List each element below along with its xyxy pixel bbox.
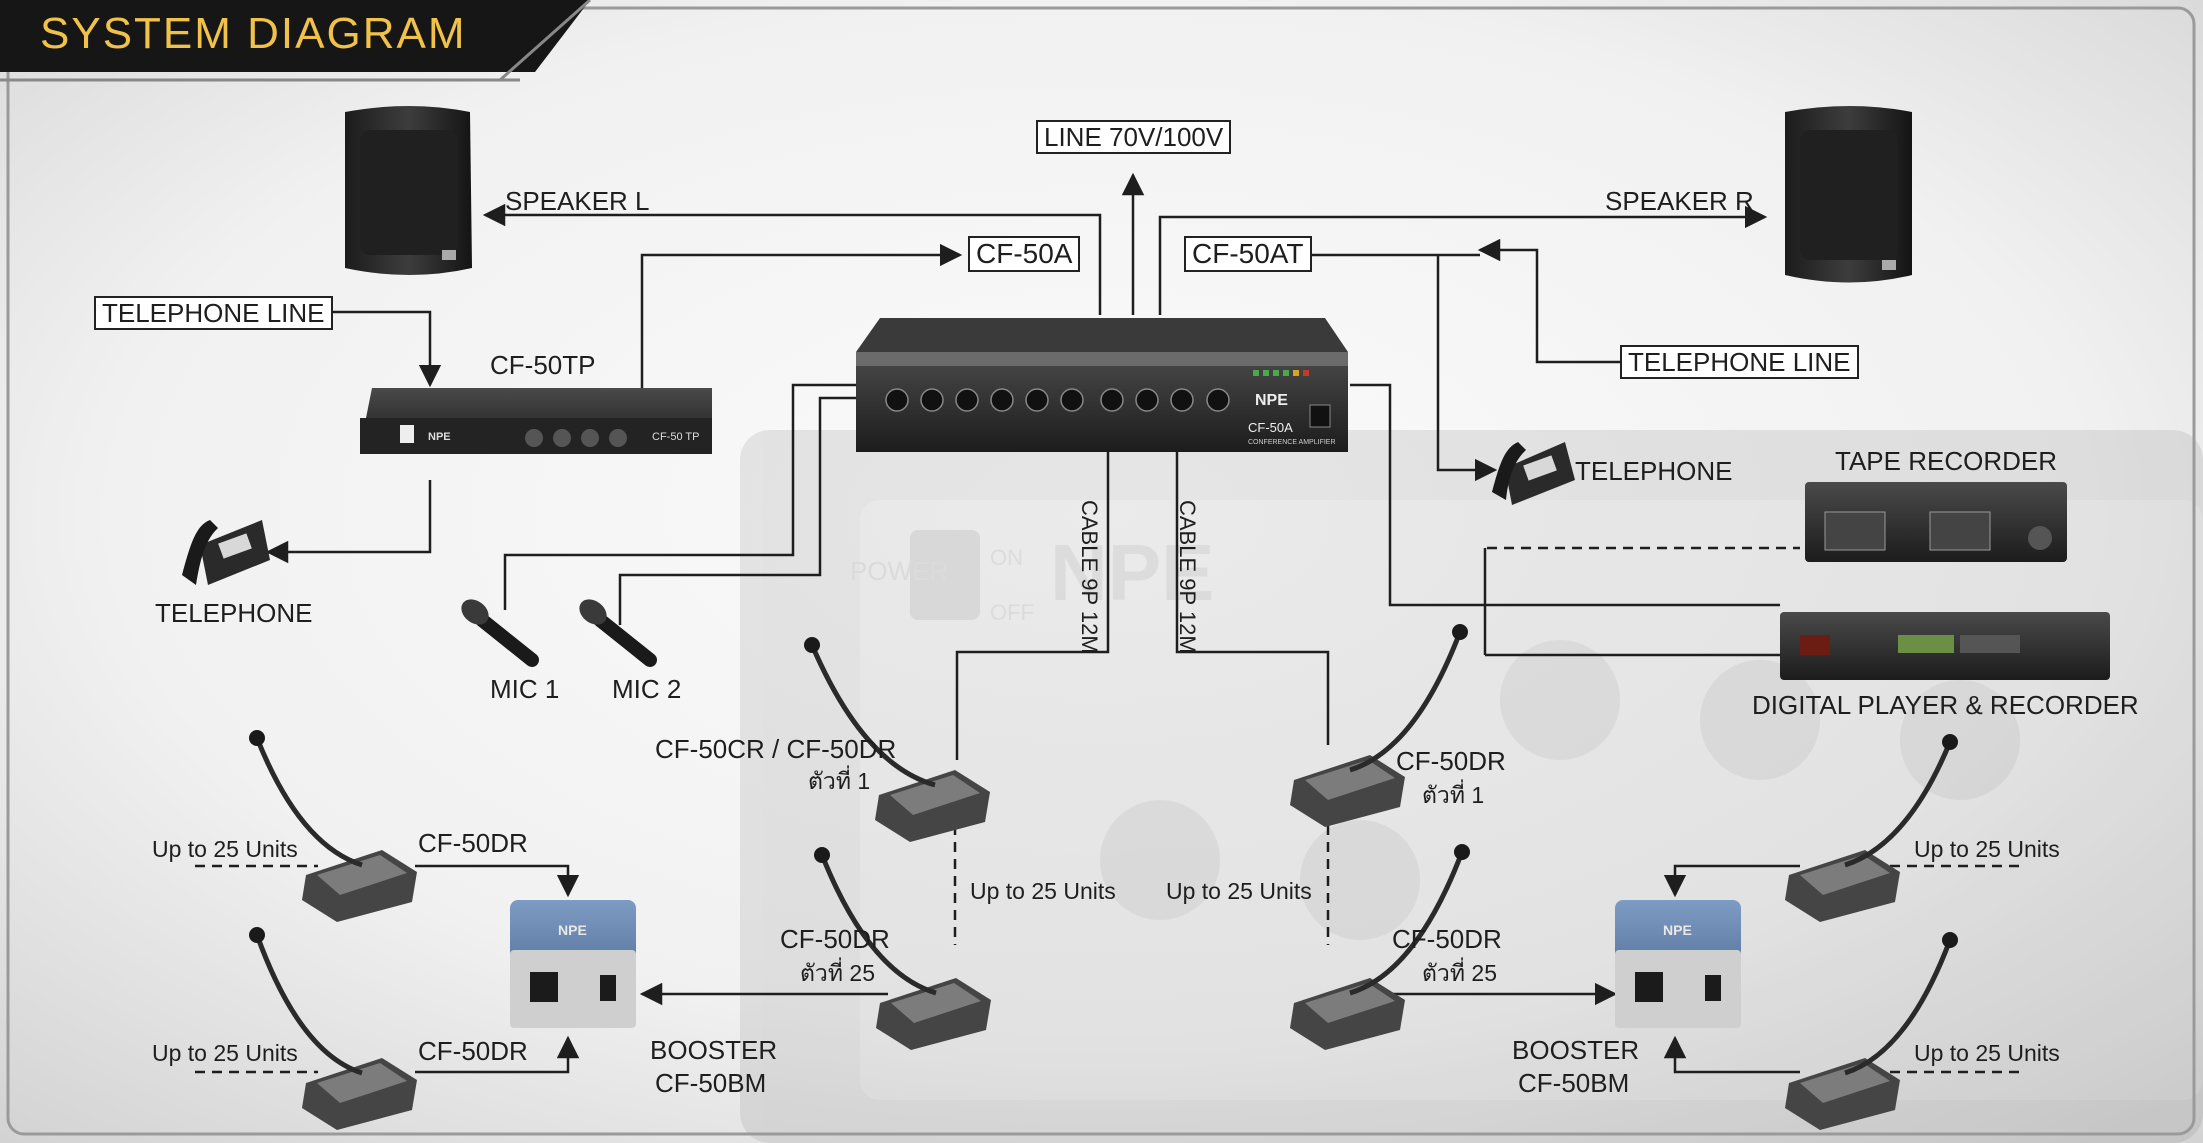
cf50tp-device: NPE CF-50 TP bbox=[360, 388, 712, 454]
label-up25-left-top: Up to 25 Units bbox=[152, 836, 298, 862]
label-mic-2: MIC 2 bbox=[612, 674, 682, 704]
label-booster-left: BOOSTER bbox=[650, 1035, 778, 1065]
label-up25-center-right: Up to 25 Units bbox=[1166, 878, 1312, 904]
diagram-border bbox=[6, 6, 2196, 1136]
telephone-left-icon bbox=[182, 520, 270, 585]
booster-left-device: NPE bbox=[510, 900, 636, 1028]
digital-player-device bbox=[1780, 612, 2110, 680]
mic-2-icon bbox=[579, 599, 657, 667]
label-cable-left: CABLE 9P 12M bbox=[1077, 500, 1102, 654]
speaker-left-icon bbox=[345, 106, 472, 275]
label-telephone-left: TELEPHONE bbox=[155, 598, 313, 628]
conf-unit-mid-left-25-icon bbox=[814, 847, 991, 1050]
conf-unit-mid-right-25-icon bbox=[1290, 844, 1470, 1050]
conf-unit-cf50cr-icon bbox=[804, 637, 990, 842]
label-cable-right: CABLE 9P 12M bbox=[1175, 500, 1200, 654]
label-cf50a: CF-50A bbox=[968, 236, 1081, 272]
conf-unit-center-right-1-icon bbox=[1290, 624, 1468, 827]
label-speaker-r: SPEAKER R bbox=[1605, 186, 1754, 216]
label-up25-right-bottom: Up to 25 Units bbox=[1914, 1040, 2060, 1066]
label-telephone-right: TELEPHONE bbox=[1575, 456, 1733, 486]
label-cf50cr: CF-50CR / CF-50DR bbox=[655, 734, 897, 764]
label-booster-right: BOOSTER bbox=[1512, 1035, 1640, 1065]
label-up25-right-top: Up to 25 Units bbox=[1914, 836, 2060, 862]
label-unit-25-right: ตัวที่ 25 bbox=[1422, 960, 1497, 986]
watermark-on: ON bbox=[990, 545, 1023, 570]
label-unit-25-left: ตัวที่ 25 bbox=[800, 960, 875, 986]
label-telephone-line-right: TELEPHONE LINE bbox=[1620, 345, 1859, 379]
watermark-off: OFF bbox=[990, 600, 1034, 625]
label-cf50bm-right: CF-50BM bbox=[1518, 1068, 1630, 1098]
label-up25-center-left: Up to 25 Units bbox=[970, 878, 1116, 904]
label-cf50at: CF-50AT bbox=[1184, 236, 1312, 272]
title-band: SYSTEM DIAGRAM bbox=[0, 0, 591, 82]
amp-brand: NPE bbox=[1255, 392, 1288, 409]
dashed-lines bbox=[195, 546, 2025, 1074]
tp-brand: NPE bbox=[428, 431, 451, 443]
booster-right-device: NPE bbox=[1615, 900, 1741, 1028]
conf-unit-right-top-icon bbox=[1785, 734, 1958, 922]
conf-unit-left-bottom-icon bbox=[249, 927, 417, 1130]
label-mic-1: MIC 1 bbox=[490, 674, 560, 704]
watermark-brand: NPE bbox=[1050, 528, 1215, 617]
label-up25-left-bottom: Up to 25 Units bbox=[152, 1040, 298, 1066]
booster-right-brand: NPE bbox=[1663, 922, 1692, 938]
label-telephone-line-left: TELEPHONE LINE bbox=[94, 296, 333, 330]
label-unit-1-left: ตัวที่ 1 bbox=[808, 768, 871, 794]
tape-recorder-device bbox=[1805, 482, 2067, 562]
label-cf50dr-center-right: CF-50DR bbox=[1396, 746, 1506, 776]
conf-unit-right-bottom-icon bbox=[1785, 932, 1958, 1130]
label-speaker-l: SPEAKER L bbox=[505, 186, 650, 216]
label-tape-recorder: TAPE RECORDER bbox=[1835, 446, 2057, 476]
label-cf50bm-left: CF-50BM bbox=[655, 1068, 767, 1098]
telephone-right-icon bbox=[1492, 442, 1575, 505]
label-cf50dr-mid-right: CF-50DR bbox=[1392, 924, 1502, 954]
watermark-power: POWER bbox=[850, 556, 948, 586]
speaker-right-icon bbox=[1785, 106, 1912, 283]
label-cf50dr-left-bottom: CF-50DR bbox=[418, 1036, 528, 1066]
label-line-70v-100v: LINE 70V/100V bbox=[1036, 120, 1232, 154]
tp-model: CF-50 TP bbox=[652, 431, 699, 443]
label-cf50dr-mid-left: CF-50DR bbox=[780, 924, 890, 954]
amp-model: CF-50A bbox=[1248, 420, 1293, 435]
label-digital-player: DIGITAL PLAYER & RECORDER bbox=[1752, 690, 2139, 720]
cf50a-amplifier: NPE CF-50A CONFERENCE AMPLIFIER bbox=[856, 318, 1348, 452]
label-cf50tp: CF-50TP bbox=[490, 350, 596, 380]
connection-lines bbox=[265, 172, 1800, 1074]
mic-1-icon bbox=[461, 599, 539, 667]
amp-sub: CONFERENCE AMPLIFIER bbox=[1248, 439, 1336, 446]
diagram-title: SYSTEM DIAGRAM bbox=[40, 9, 467, 58]
label-unit-1-right: ตัวที่ 1 bbox=[1422, 782, 1485, 808]
booster-left-brand: NPE bbox=[558, 922, 587, 938]
label-cf50dr-left-top: CF-50DR bbox=[418, 828, 528, 858]
conf-unit-left-top-icon bbox=[249, 730, 417, 922]
